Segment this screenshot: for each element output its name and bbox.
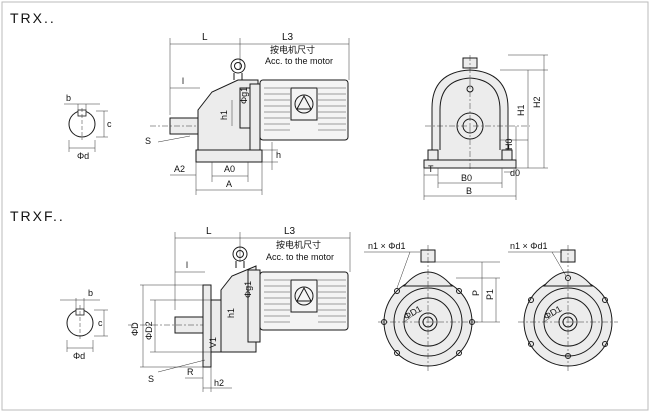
trx-foot xyxy=(195,149,263,163)
trx-B0-label: B0 xyxy=(461,173,472,183)
trxf-flange-view-1: n1 × Φd1 ΦD1 P P1 xyxy=(364,241,500,372)
trx-shaft-c-label: c xyxy=(107,119,112,129)
trxf-shaft-d-label: Φd xyxy=(73,351,85,361)
trx-shaft-d-label: Φd xyxy=(77,151,89,161)
trx-A-label: A xyxy=(226,179,232,189)
trxf-motor-en-label: Acc. to the motor xyxy=(266,252,334,262)
trx-motor-en-label: Acc. to the motor xyxy=(265,56,333,66)
trxf-S-label: S xyxy=(148,374,154,384)
trxf-shaft-c-label: c xyxy=(98,318,103,328)
trxf-terminal-box xyxy=(290,279,318,313)
trx-motor-cn-label: 按电机尺寸 xyxy=(270,44,315,56)
trxf-flange-view-2: n1 × Φd1 ΦD1 xyxy=(508,241,618,372)
trx-side-view: L L3 按电机尺寸 Acc. to the motor l xyxy=(145,32,350,195)
trx-S-label: S xyxy=(145,136,151,146)
trx-motor xyxy=(259,79,349,141)
trx-d0-label: d0 xyxy=(510,168,520,178)
trx-T-label: T xyxy=(428,164,434,174)
trx-H0-label: H0 xyxy=(504,138,514,150)
trxf-holes-label-2: n1 × Φd1 xyxy=(510,241,547,251)
trx-shaft-end-view: b c Φd xyxy=(64,93,112,161)
trxf-flange xyxy=(202,284,212,368)
trx-L-label: L xyxy=(202,32,208,43)
trxf-L-label: L xyxy=(206,226,212,237)
trxf-title: TRXF.. xyxy=(10,208,65,224)
trxf-l-label: l xyxy=(186,260,188,270)
trxf-g1-label: Φg1 xyxy=(243,281,253,298)
trxf-eye-bolt xyxy=(232,246,248,262)
trx-H2-label: H2 xyxy=(532,96,542,108)
trxf-shaft-b-label: b xyxy=(88,288,93,298)
trx-title: TRX.. xyxy=(10,10,56,26)
trxf-V1-label: V1 xyxy=(208,337,218,348)
trxf-D-label: ΦD xyxy=(130,322,140,336)
trx-eye-bolt xyxy=(230,58,246,74)
trxf-h1-label: h1 xyxy=(226,308,236,318)
trxf-D2-label: ΦD2 xyxy=(144,321,154,340)
trxf-h2-label: h2 xyxy=(214,378,224,388)
trx-h1-label: h1 xyxy=(219,110,229,120)
trxf-P1-label: P1 xyxy=(485,289,495,300)
trxf-side-view: L L3 按电机尺寸 Acc. to the motor l xyxy=(128,226,351,392)
trx-L3-label: L3 xyxy=(282,32,294,43)
trxf-L3-label: L3 xyxy=(284,226,296,237)
trx-A0-label: A0 xyxy=(224,164,235,174)
trx-l-label: l xyxy=(182,76,184,86)
trx-B-label: B xyxy=(466,186,472,196)
trxf-P-label: P xyxy=(471,290,481,296)
trx-h-label: h xyxy=(276,150,281,160)
trxf-shaft-end-view: b c Φd xyxy=(60,288,108,361)
trx-g1-label: Φg1 xyxy=(239,87,249,104)
trx-H1-label: H1 xyxy=(516,104,526,116)
trx-shaft-b-label: b xyxy=(66,93,71,103)
trx-A2-label: A2 xyxy=(174,164,185,174)
trxf-gearbox-body xyxy=(220,265,257,353)
trx-terminal-box xyxy=(290,87,318,121)
trxf-R-label: R xyxy=(187,367,194,377)
trxf-motor-cn-label: 按电机尺寸 xyxy=(276,239,321,251)
trx-front-view: H1 H2 H0 T B0 B d0 xyxy=(423,54,548,200)
trxf-holes-label-1: n1 × Φd1 xyxy=(368,241,405,251)
